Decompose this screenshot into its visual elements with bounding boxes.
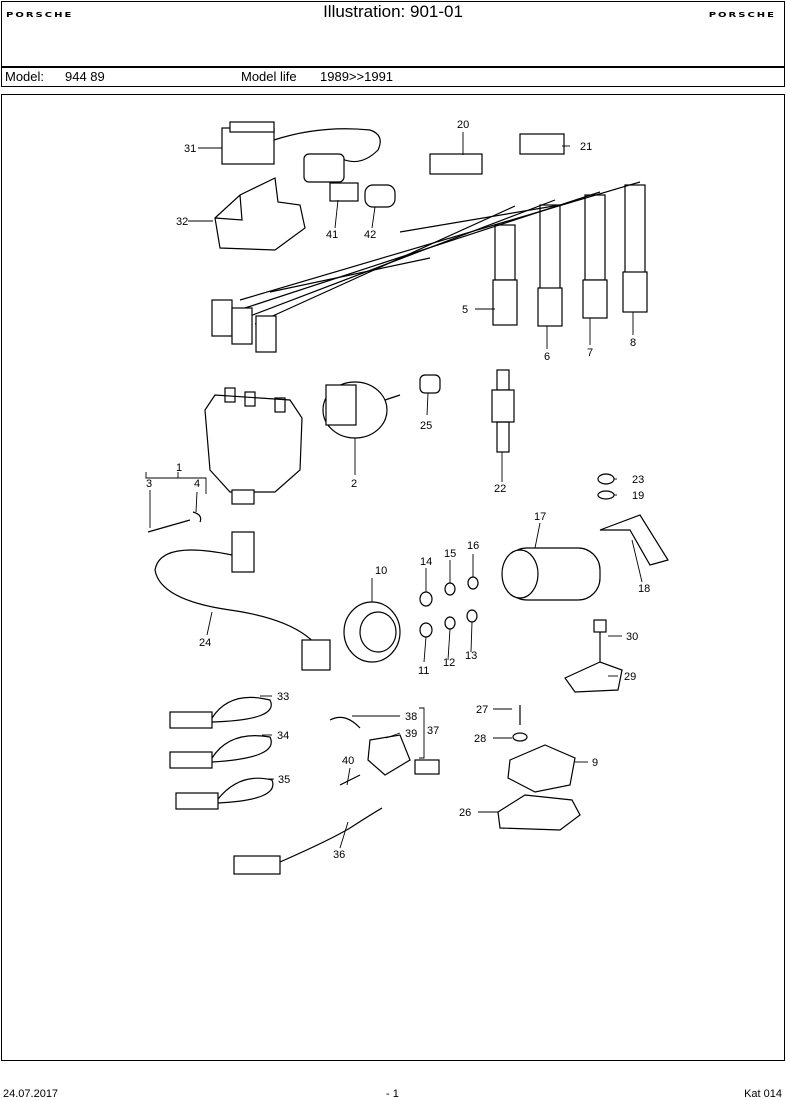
part-8-spark-plug-connector [622, 184, 648, 313]
callout-41: 41 [326, 229, 338, 241]
callout-3: 3 [146, 478, 152, 490]
footer-page-number: - 1 [386, 1088, 399, 1100]
footer-catalog: Kat 014 [744, 1088, 782, 1100]
callout-26: 26 [459, 807, 471, 819]
part-40-screw [339, 774, 361, 786]
callout-40: 40 [342, 755, 354, 767]
part-11-nut [419, 622, 433, 638]
callout-17: 17 [534, 511, 546, 523]
part-4-clip [192, 511, 202, 523]
callout-6: 6 [544, 351, 550, 363]
callout-2: 2 [351, 478, 357, 490]
part-12-washer [444, 616, 456, 630]
model-bar: Model: 944 89 Model life 1989>>1991 [1, 67, 785, 87]
part-42-sleeve [364, 184, 396, 208]
part-13-nut [466, 609, 478, 623]
callout-22: 22 [494, 483, 506, 495]
part-19-washer [597, 490, 615, 500]
callout-11: 11 [418, 665, 429, 677]
callout-9: 9 [592, 757, 598, 769]
callout-20: 20 [457, 119, 469, 131]
part-30-bolt [593, 619, 607, 662]
callout-23: 23 [632, 474, 644, 486]
model-life-value: 1989>>1991 [320, 69, 394, 84]
callout-4: 4 [194, 478, 200, 490]
part-41-clip [329, 182, 359, 202]
callout-13: 13 [465, 650, 477, 662]
part-17-ignition-coil [501, 547, 601, 601]
callout-14: 14 [420, 556, 432, 568]
part-14-nut [419, 591, 433, 607]
callout-42: 42 [364, 229, 376, 241]
callout-25: 25 [420, 420, 432, 432]
part-3-screw [147, 519, 191, 533]
part-7-spark-plug-connector [582, 194, 608, 319]
callout-12: 12 [443, 657, 455, 669]
illustration-title: Illustration: 901-01 [323, 2, 463, 21]
header-frame: PORSCHE Illustration: 901-01 PORSCHE [1, 1, 785, 67]
callout-29: 29 [624, 671, 636, 683]
part-2-rotor [322, 381, 401, 439]
part-23-nut [597, 473, 615, 485]
callout-37: 37 [427, 725, 439, 737]
part-26-mounting-plate [497, 794, 581, 831]
callout-1: 1 [176, 462, 182, 474]
brand-logo-left: PORSCHE [6, 11, 74, 20]
part-5-spark-plug-connector [492, 224, 518, 326]
footer-date: 24.07.2017 [3, 1088, 59, 1100]
callout-16: 16 [467, 540, 479, 552]
part-1-distributor-cap [204, 387, 303, 505]
callout-30: 30 [626, 631, 638, 643]
brand-logo-right: PORSCHE [708, 11, 776, 20]
part-10-pulley [343, 601, 401, 663]
part-35-connector-loop [175, 777, 274, 810]
callout-8: 8 [630, 337, 636, 349]
callout-32: 32 [176, 216, 188, 228]
part-36-wiring-harness [233, 807, 383, 875]
ignition-lead-set [211, 181, 641, 353]
callout-38: 38 [405, 711, 417, 723]
part-9-ignition-control-module [507, 744, 576, 793]
part-24-reference-sensor [154, 531, 331, 671]
callout-5: 5 [462, 304, 468, 316]
callout-39: 39 [405, 728, 417, 740]
part-32-bracket [214, 177, 306, 251]
callout-34: 34 [277, 730, 289, 742]
callout-21: 21 [580, 141, 592, 153]
model-life-label: Model life [241, 69, 297, 84]
callout-35: 35 [278, 774, 290, 786]
illustration-frame [1, 94, 785, 1061]
callout-31: 31 [184, 143, 196, 155]
callout-18: 18 [638, 583, 650, 595]
part-6-spark-plug-connector [537, 204, 563, 327]
part-33-connector-loop [169, 696, 272, 729]
model-label: Model: [5, 69, 45, 84]
part-34-connector-loop [169, 735, 272, 769]
part-22-spark-plug [491, 369, 515, 453]
part-38-clamp [329, 716, 361, 729]
part-29-knock-sensor [564, 661, 623, 693]
callout-19: 19 [632, 490, 644, 502]
part-28-washer [512, 732, 528, 742]
callout-33: 33 [277, 691, 289, 703]
leader-lines [145, 132, 643, 849]
callout-10: 10 [375, 565, 387, 577]
callout-7: 7 [587, 347, 593, 359]
part-31-control-unit [221, 121, 381, 183]
part-15-washer [444, 582, 456, 596]
part-39-hall-sender [367, 734, 411, 776]
part-37-sender-plug [414, 759, 440, 775]
callout-24: 24 [199, 637, 211, 649]
callout-15: 15 [444, 548, 456, 560]
callout-28: 28 [474, 733, 486, 745]
model-value: 944 89 [65, 69, 105, 84]
part-20-holder [429, 153, 483, 175]
part-18-coil-bracket [599, 514, 669, 566]
part-25-bushing [419, 374, 441, 394]
callout-27: 27 [476, 704, 488, 716]
part-16-nut [467, 576, 479, 590]
part-21-holder [519, 133, 565, 155]
callout-36: 36 [333, 849, 345, 861]
